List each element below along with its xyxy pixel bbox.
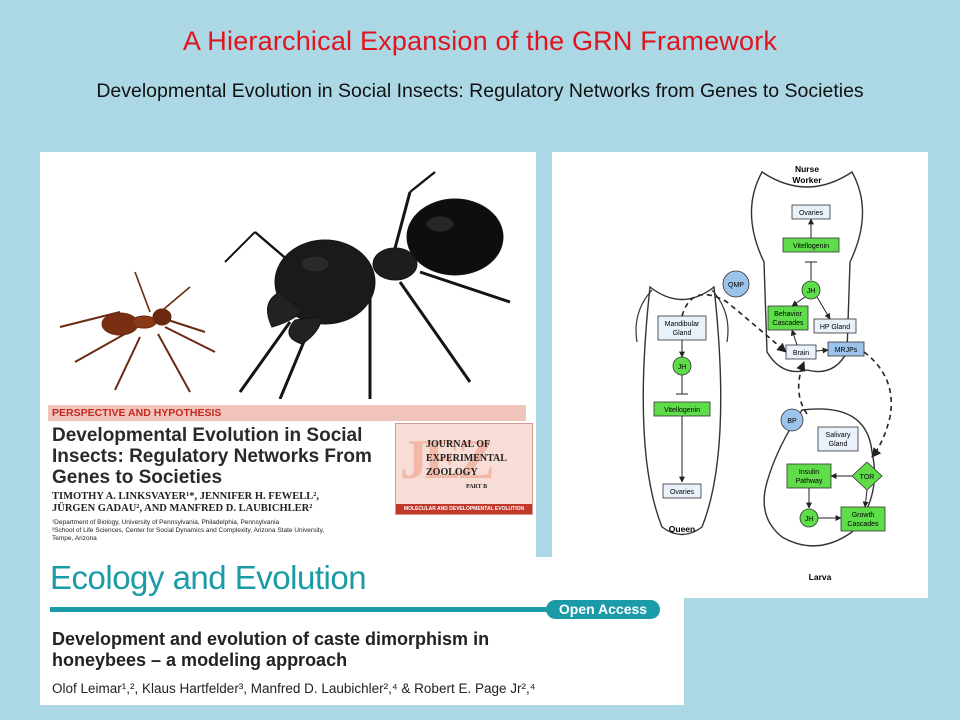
dashed-queen-to-brain [681, 293, 787, 353]
nurse-label-1: Nurse [795, 164, 819, 174]
svg-text:QMP: QMP [728, 282, 744, 289]
svg-text:JH: JH [805, 516, 814, 523]
ants-photo [59, 171, 511, 399]
svg-text:HP Gland: HP Gland [820, 324, 850, 331]
larva-label: Larva [809, 572, 832, 582]
queen-outline [642, 285, 722, 536]
jez-logo: JEZ JOURNAL OF EXPERIMENTAL ZOOLOGY PART… [395, 423, 533, 515]
svg-text:Cascades: Cascades [772, 320, 804, 327]
jez-paper-header: PERSPECTIVE AND HYPOTHESIS Developmental… [40, 399, 536, 557]
svg-text:Growth: Growth [852, 512, 875, 519]
svg-text:Ovaries: Ovaries [670, 489, 695, 496]
svg-text:BP: BP [787, 418, 797, 425]
slide-title: A Hierarchical Expansion of the GRN Fram… [182, 26, 778, 56]
svg-text:Cascades: Cascades [847, 521, 879, 528]
ant-paper-panel: PERSPECTIVE AND HYPOTHESIS Developmental… [40, 152, 536, 557]
eco-authors: Olof Leimar¹,², Klaus Hartfelder³, Manfr… [52, 681, 536, 696]
dashed-mrjps-to-larva [863, 351, 892, 458]
large-ant [224, 171, 511, 399]
queen-label: Queen [669, 524, 695, 534]
slide-subtitle: Developmental Evolution in Social Insect… [96, 80, 864, 102]
svg-text:Gland: Gland [673, 330, 692, 337]
svg-text:Gland: Gland [829, 441, 848, 448]
svg-text:TOR: TOR [860, 474, 875, 481]
svg-text:Mandibular: Mandibular [665, 321, 700, 328]
svg-text:Salivary: Salivary [826, 432, 851, 439]
small-ant [59, 271, 216, 393]
svg-text:Brain: Brain [793, 350, 809, 357]
node-ovaries-queen [662, 483, 702, 499]
jez-authors: TIMOTHY A. LINKSVAYER¹*, JENNIFER H. FEW… [52, 491, 320, 514]
svg-text:JH: JH [807, 288, 816, 295]
node-behavior [767, 305, 809, 331]
nurse-label-2: Worker [792, 175, 822, 185]
svg-text:Pathway: Pathway [796, 478, 823, 485]
jez-paper-title: Developmental Evolution in Social Insect… [52, 425, 372, 488]
grn-diagram: Nurse Worker Queen Larva Ovaries Vitello… [552, 152, 928, 598]
node-bp [780, 408, 804, 432]
node-hp-gland [813, 318, 857, 334]
svg-text:Ovaries: Ovaries [799, 210, 824, 217]
dashed-larva-to-brain [796, 361, 808, 415]
svg-text:Insulin: Insulin [799, 469, 819, 476]
jez-affiliations: ¹Department of Biology, University of Pe… [52, 519, 325, 542]
svg-text:JH: JH [678, 364, 687, 371]
svg-text:Vitellogenin: Vitellogenin [664, 407, 700, 414]
section-band: PERSPECTIVE AND HYPOTHESIS [48, 405, 526, 421]
svg-text:MRJPs: MRJPs [835, 347, 858, 354]
node-jh-top [801, 280, 821, 300]
larva-outline [763, 408, 876, 547]
open-access-badge: Open Access [546, 600, 660, 619]
nurse-worker-outline [750, 170, 864, 373]
svg-text:Behavior: Behavior [774, 311, 802, 318]
node-insulin [786, 463, 832, 489]
node-qmp [722, 270, 750, 298]
journal-rule [50, 607, 556, 612]
journal-name: Ecology and Evolution [50, 559, 367, 596]
node-salivary [817, 426, 859, 452]
svg-text:Vitellogenin: Vitellogenin [793, 243, 829, 250]
node-growth [840, 506, 886, 532]
eco-paper-title: Development and evolution of caste dimor… [52, 629, 490, 670]
